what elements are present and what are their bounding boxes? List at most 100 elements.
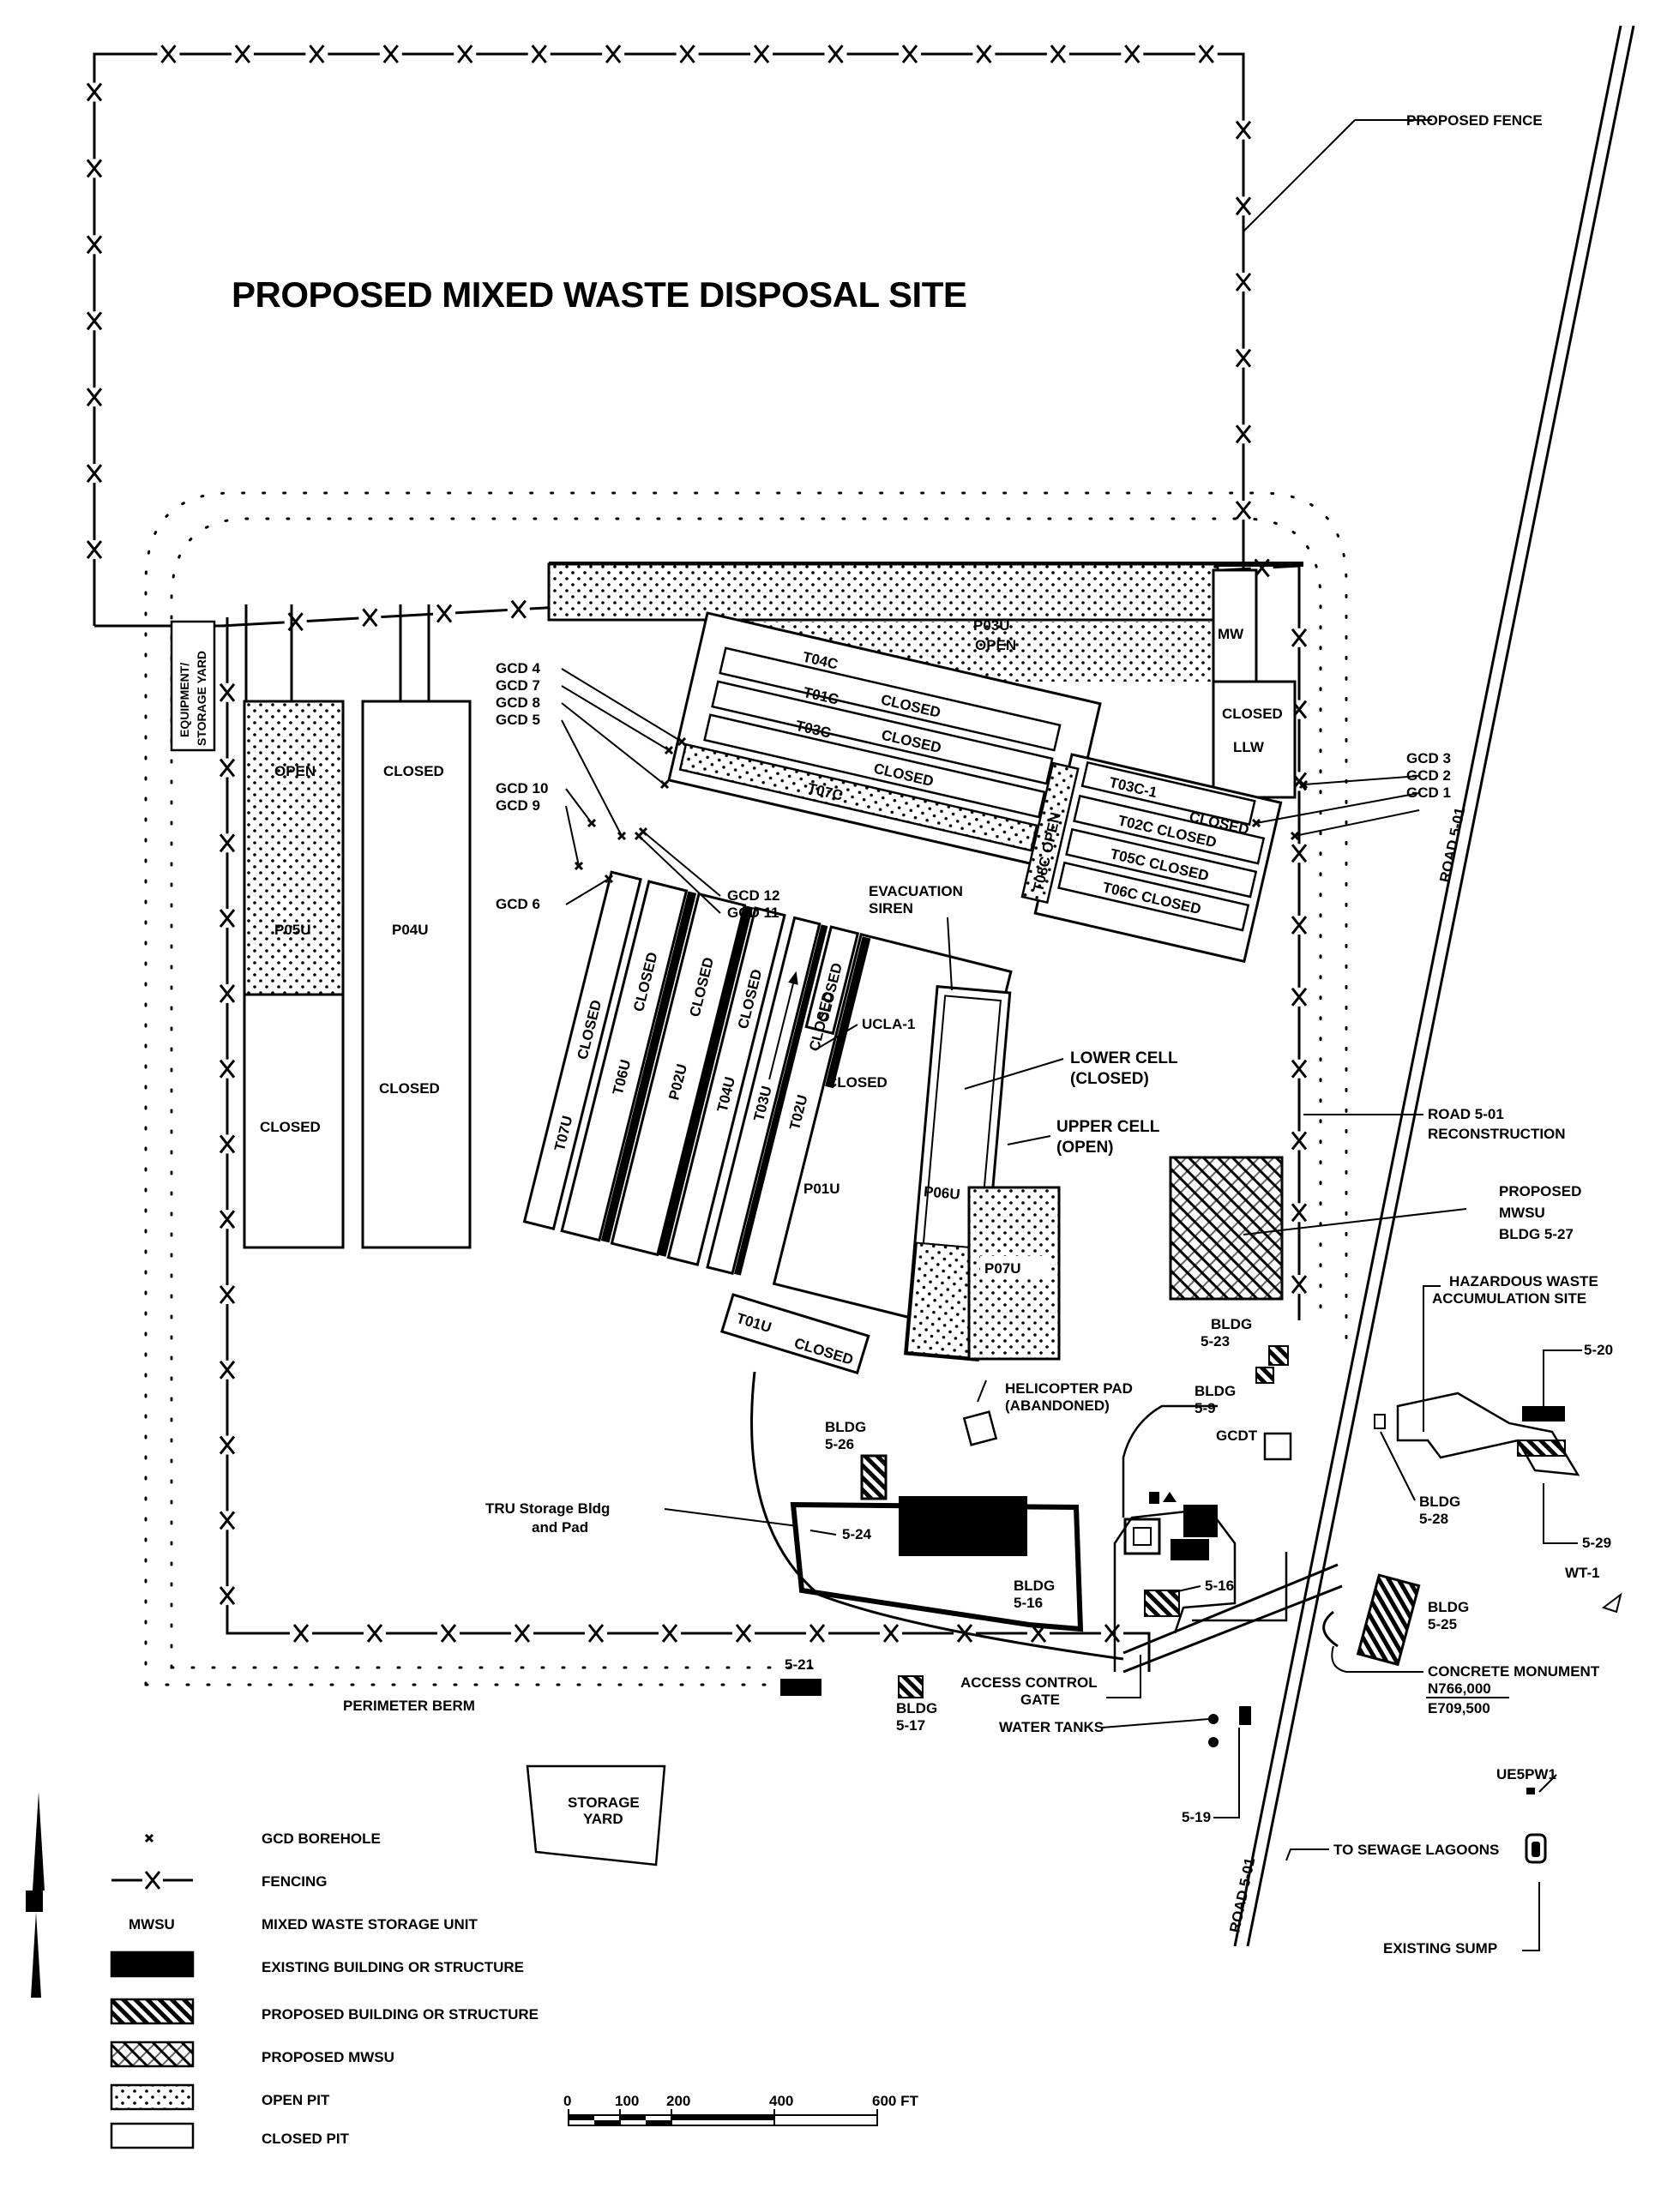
fence-x-marks <box>216 682 1123 1643</box>
scale-segment <box>620 2115 646 2120</box>
p04u-label: P04U <box>392 922 429 938</box>
scale-tick-label: 600 FT <box>872 2093 918 2109</box>
scale-segment <box>569 2115 594 2120</box>
svg-text:GCD 4: GCD 4 <box>496 660 541 676</box>
svg-text:GCD 7: GCD 7 <box>496 677 540 694</box>
svg-text:GCDT: GCDT <box>1216 1428 1258 1444</box>
svg-text:LOWER CELL: LOWER CELL <box>1070 1049 1178 1067</box>
closed-pit-swatch <box>110 2122 195 2149</box>
svg-text:SIREN: SIREN <box>869 900 913 917</box>
proposed-fence-label: PROPOSED FENCE <box>1406 112 1543 129</box>
svg-text:TRU Storage Bldg: TRU Storage Bldg <box>485 1500 610 1517</box>
p04u-closed-bottom: CLOSED <box>379 1080 440 1097</box>
svg-text:UE5PW1: UE5PW1 <box>1496 1766 1556 1782</box>
pit-t01u: T01U CLOSED <box>719 1293 870 1375</box>
svg-text:5-29: 5-29 <box>1582 1535 1611 1551</box>
pit-top-dotted-strip <box>547 562 1219 622</box>
proposed-mwsu-swatch <box>110 2041 195 2068</box>
t02u-label: T02U <box>786 1093 810 1132</box>
svg-text:BLDG: BLDG <box>1195 1383 1236 1399</box>
legend-item: PROPOSED MWSU <box>110 2041 394 2068</box>
svg-text:5-17: 5-17 <box>896 1717 925 1734</box>
building-labels: 5-20 5-29 BLDG 5-28 BLDG 5-25 BLDG 5-23 … <box>785 1316 1613 1825</box>
scale-tick-label: 200 <box>666 2093 690 2109</box>
legend-label: GCD BOREHOLE <box>262 1830 381 1847</box>
buildings <box>780 1345 1580 1698</box>
open-pit-swatch <box>110 2083 195 2111</box>
legend-item: EXISTING BUILDING OR STRUCTURE <box>110 1951 524 1978</box>
svg-text:UPPER CELL: UPPER CELL <box>1056 1118 1160 1136</box>
p05u-closed-label: CLOSED <box>260 1119 321 1135</box>
svg-text:E709,500: E709,500 <box>1428 1700 1490 1716</box>
svg-text:GCD 11: GCD 11 <box>727 905 779 921</box>
svg-text:STORAGE YARD: STORAGE YARD <box>195 651 208 746</box>
fence-x-marks <box>83 45 1255 596</box>
scale-segment <box>594 2120 620 2125</box>
proposed-building-swatch <box>110 1998 195 2025</box>
road-recon-1: ROAD 5-01 <box>1428 1106 1504 1122</box>
svg-text:EQUIPMENT/: EQUIPMENT/ <box>178 663 191 737</box>
scale-segment <box>671 2115 774 2120</box>
pit-llw <box>1212 680 1297 799</box>
scale-tick-label: 100 <box>615 2093 639 2109</box>
svg-text:CONCRETE MONUMENT: CONCRETE MONUMENT <box>1428 1663 1600 1680</box>
legend-symbol-text: MWSU <box>129 1916 175 1932</box>
gcd-labels: GCD 4 GCD 7 GCD 8 GCD 5 GCD 10 GCD 9 GCD… <box>496 660 1451 921</box>
svg-text:5-16: 5-16 <box>1205 1578 1234 1594</box>
scale-tick-label: 400 <box>769 2093 793 2109</box>
legend-label: OPEN PIT <box>262 2092 330 2108</box>
p03u-open: OPEN <box>975 637 1016 653</box>
svg-text:EVACUATION: EVACUATION <box>869 883 963 899</box>
p05u-label: P05U <box>274 922 311 938</box>
svg-text:5-23: 5-23 <box>1201 1333 1230 1349</box>
trench-block-right: T03C-1 CLOSED T02C CLOSED T05C CLOSED T0… <box>1033 753 1283 964</box>
llw-closed: CLOSED <box>1222 706 1283 722</box>
helicopter-pad <box>962 1410 998 1446</box>
legend-item: FENCING <box>111 1870 328 1890</box>
svg-text:BLDG: BLDG <box>1211 1316 1252 1332</box>
gcd-borehole-icon <box>1290 831 1300 841</box>
svg-text:GCD 5: GCD 5 <box>496 712 540 728</box>
svg-text:P06U: P06U <box>923 1183 960 1203</box>
svg-text:GATE: GATE <box>1020 1692 1060 1708</box>
svg-text:BLDG 5-27: BLDG 5-27 <box>1499 1226 1574 1242</box>
pit-p04u: CLOSED P04U CLOSED <box>361 604 472 1249</box>
svg-text:GCD 2: GCD 2 <box>1406 767 1451 784</box>
svg-text:ACCUMULATION SITE: ACCUMULATION SITE <box>1432 1290 1586 1307</box>
legend-label: FENCING <box>262 1873 328 1890</box>
legend-item: GCD BOREHOLE <box>144 1830 381 1847</box>
svg-text:GCD 12: GCD 12 <box>727 887 779 904</box>
svg-text:GCD 10: GCD 10 <box>496 780 548 796</box>
p05u-open-label: OPEN <box>274 763 316 779</box>
svg-text:BLDG: BLDG <box>1419 1494 1460 1510</box>
p01u-label: P01U <box>803 1181 840 1197</box>
svg-text:BLDG: BLDG <box>1428 1599 1469 1615</box>
svg-text:GCD 8: GCD 8 <box>496 694 540 711</box>
llw-label: LLW <box>1233 739 1265 755</box>
svg-text:and Pad: and Pad <box>532 1519 588 1536</box>
svg-text:(ABANDONED): (ABANDONED) <box>1005 1398 1110 1414</box>
svg-text:HAZARDOUS WASTE: HAZARDOUS WASTE <box>1449 1273 1598 1289</box>
svg-text:5-21: 5-21 <box>785 1656 814 1673</box>
svg-text:GCD 9: GCD 9 <box>496 797 540 814</box>
legend-item: CLOSED PIT <box>110 2122 350 2149</box>
svg-text:BLDG: BLDG <box>896 1700 937 1716</box>
existing-building-swatch <box>110 1951 195 1978</box>
svg-text:5-26: 5-26 <box>825 1436 854 1452</box>
p04u-closed-top: CLOSED <box>383 763 444 779</box>
svg-text:GCD 1: GCD 1 <box>1406 784 1451 801</box>
road-recon-2: RECONSTRUCTION <box>1428 1126 1566 1142</box>
svg-text:HELICOPTER PAD: HELICOPTER PAD <box>1005 1380 1133 1397</box>
svg-text:5-9: 5-9 <box>1195 1400 1216 1416</box>
svg-text:STORAGE: STORAGE <box>568 1794 640 1811</box>
legend-label: PROPOSED BUILDING OR STRUCTURE <box>262 2006 539 2023</box>
pit-p05u: OPEN P05U CLOSED <box>243 604 345 1249</box>
svg-text:5-16: 5-16 <box>1014 1595 1043 1611</box>
svg-text:PERIMETER BERM: PERIMETER BERM <box>343 1698 475 1714</box>
svg-text:(CLOSED): (CLOSED) <box>1070 1070 1149 1088</box>
gcd-borehole-icon <box>1298 779 1309 790</box>
proposed-mws-fence <box>83 45 1255 626</box>
storage-yard <box>526 1764 666 1866</box>
